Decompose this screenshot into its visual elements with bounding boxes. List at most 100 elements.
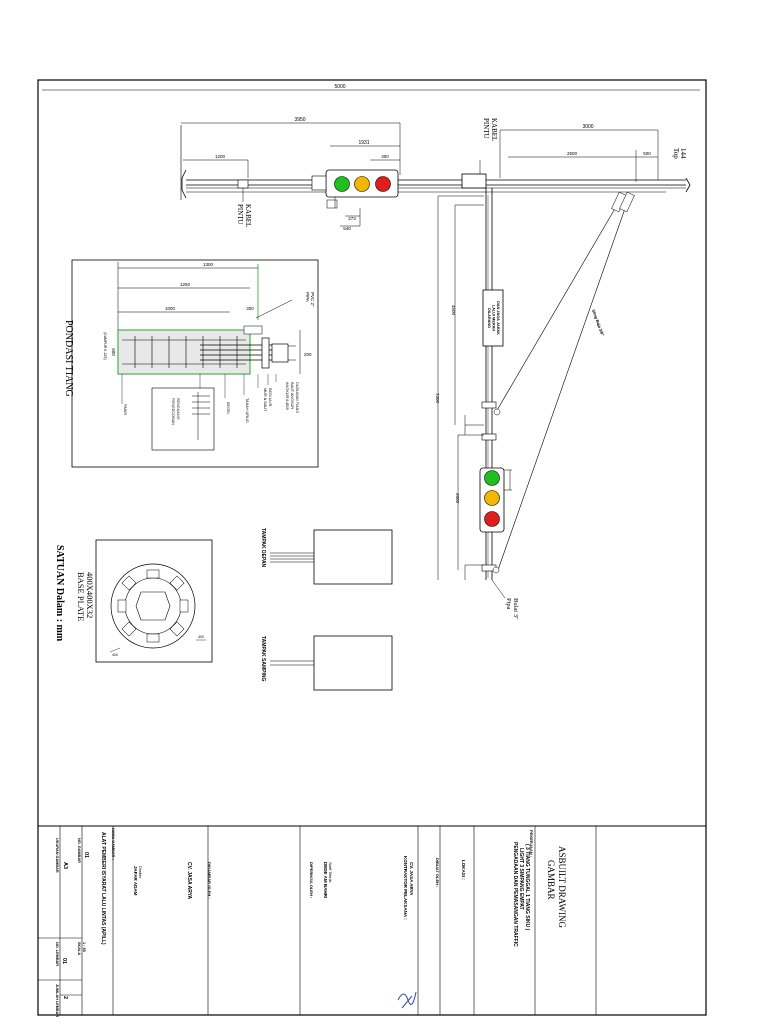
sign-line-2: LALUI MERAH — [492, 305, 496, 331]
tb-asbuilt: ASBUILT DRAWING — [557, 846, 567, 929]
lamp-amber-icon — [354, 176, 370, 192]
tb-digambar-company: CV. JASA ARYA — [186, 862, 192, 900]
pintu-kabel-left-2: KABEL — [244, 204, 252, 227]
pipa-bulat-2: Bulat 3" — [512, 598, 519, 620]
foundation-section: 1300 1250 1000 300 200 — [63, 259, 319, 468]
tb-gambar: GAMBAR — [546, 860, 556, 900]
dim-3950: 3950 — [294, 117, 305, 123]
tb-no-gambar-label: NO. GAMBAR — [77, 838, 81, 863]
dim-400-b: 400 — [112, 653, 118, 657]
dim-200: 200 — [304, 352, 312, 357]
pole-traffic-light — [479, 467, 512, 533]
found-note-2: DUDUKAN TIANG — [295, 382, 299, 413]
tb-jumlah-label: JUMLAH LEMBAR — [55, 984, 59, 1017]
dim-2000: 2000 — [455, 493, 460, 504]
lamp-green-icon — [334, 176, 350, 192]
pole-elevation: 5000 3950 1931 300 1200 3000 2500 500 To… — [42, 84, 700, 620]
tampak-depan-label: TAMPAK DEPAN — [260, 528, 266, 568]
pipa-pvc-2: PVC 2" — [310, 292, 315, 307]
found-note-6: BEGEL — [226, 402, 230, 415]
tb-nama-label: NAMA GAMBAR : — [111, 828, 115, 860]
dim-5000: 5000 — [334, 84, 345, 90]
dim-1300: 1300 — [203, 262, 214, 267]
tb-pekerjaan-3: ( 3 TIANG TUNGGAL 1 TIANG SIKU ) — [524, 844, 530, 931]
found-note-1: BAUT ANGKUR — [290, 382, 294, 409]
dim-1931: 1931 — [358, 140, 369, 146]
satuan-label: SATUAN Dalam : mm — [54, 545, 65, 642]
tb-nama-text: ALAT PEMBERI ISYARAT LALU LINTAS (APILL) — [100, 832, 106, 945]
side-view-box — [313, 635, 393, 691]
tb-digambar-name-2: Drafter — [138, 866, 143, 879]
arm-traffic-light — [311, 169, 399, 209]
sign-line-3: DAN JAGA JARAK — [496, 301, 500, 335]
tb-skala: 1 : 50 — [82, 942, 86, 952]
tb-digambar-name-1: JAFAR ADAM — [133, 866, 138, 896]
pintu-kabel-top-1: PINTU — [482, 118, 490, 139]
dim-300-found: 300 — [246, 306, 254, 311]
tb-ukuran: A3 — [62, 862, 68, 869]
tb-digambar-label: DIGAMBAR OLEH : — [207, 862, 212, 899]
front-view-box — [313, 529, 393, 585]
found-note-8: PENGECORAN — [171, 398, 175, 425]
found-note-10: PASIR — [123, 404, 127, 415]
top-label-2: 144 — [679, 148, 687, 159]
found-note-campur: (CAMPUR K.225) — [103, 332, 107, 360]
pipa-bulat-1: Pipa — [505, 598, 512, 610]
dim-3000: 3000 — [582, 124, 593, 130]
front-side-views: TAMPAK DEPAN TAMPAK SAMPING — [260, 528, 393, 691]
tb-lokasi-label: LOKASI : — [461, 860, 466, 880]
tb-pekerjaan-label: PEKERJAAN : — [529, 830, 534, 857]
dim-2500: 2500 — [567, 151, 578, 156]
tb-diperiksa-name-1: DEDE AM BAHRI — [323, 862, 328, 898]
tb-diperiksa-label: DIPERIKSA OLEH : — [309, 862, 314, 898]
dim-1200: 1200 — [215, 154, 226, 159]
pintu-kabel-top-2: KABEL — [490, 118, 498, 141]
dim-4500: 4500 — [451, 305, 456, 316]
found-note-4: BESI ULIR — [268, 388, 272, 407]
dim-540: 540 — [343, 226, 351, 231]
title-block: GAMBAR ASBUILT DRAWING PEKERJAAN : PENGA… — [37, 825, 707, 1017]
dim-1250: 1250 — [180, 282, 191, 287]
pole-head — [461, 173, 487, 189]
tb-skala-label: SKALA — [77, 942, 81, 955]
tb-no-lembar: 01 — [61, 958, 67, 964]
base-plate-detail: 400 400 BASE PLATE 400X400X32 SATUAN Dal… — [54, 539, 213, 663]
lamp-red-icon — [375, 176, 391, 192]
dim-7300: 7300 — [435, 393, 440, 404]
pole-lamp-red-icon — [484, 511, 500, 527]
base-plate-title-1: BASE PLATE — [76, 572, 86, 621]
found-note-0: ANGKUR 8-Ø25 — [285, 382, 289, 410]
pole-sign: DILARANG LALUI MERAH DAN JAGA JARAK — [482, 289, 504, 347]
found-note-3: MUR & BAUT — [263, 388, 267, 412]
pole-lamp-green-icon — [484, 470, 500, 486]
pole-lamp-amber-icon — [484, 490, 500, 506]
tb-jumlah: 2 — [62, 996, 68, 999]
anchor-detail-box — [151, 387, 215, 451]
base-plate-title-2: 400X400X32 — [85, 572, 95, 618]
tb-dibuat-label: DIBUAT OLEH : — [435, 858, 440, 887]
dim-500: 500 — [643, 151, 651, 156]
sign-line-1: DILARANG — [487, 308, 491, 328]
dim-300: 300 — [381, 154, 389, 159]
tb-no-lembar-label: NO. LEMBAR — [55, 942, 59, 966]
dim-400-a: 400 — [198, 635, 204, 639]
tb-ukuran-label: UKURAN GAMBAR — [55, 838, 59, 873]
cable-door-left — [237, 179, 249, 189]
pipa-pvc-1: PIPA — [305, 292, 310, 302]
top-label-1: Top — [672, 148, 680, 159]
dim-273: 273 — [348, 216, 356, 221]
tb-pekerjaan-2: LIGHT 3 SIMPANG EMPAT — [518, 848, 524, 910]
tb-kontraktor-name: CV. JASA ARYA — [409, 862, 414, 896]
signature-stamp — [397, 991, 417, 1009]
found-note-5: TANAH URUG — [245, 398, 249, 423]
tb-pekerjaan-1: PENGADAAN DAN PEMASANGAN TRAFFIC — [512, 842, 518, 947]
pondasi-title: PONDASI TIANG — [63, 320, 74, 397]
dim-1000: 1000 — [165, 306, 176, 311]
pintu-kabel-left-1: PINTU — [236, 204, 244, 225]
sling-label: Sling Baja 3/8" — [591, 309, 605, 337]
tb-kontraktor-label: KONTRAKTOR PELAKSANA : — [403, 856, 408, 920]
tampak-samping-label: TAMPAK SAMPING — [260, 636, 266, 681]
tb-no-gambar: 01 — [83, 852, 89, 858]
found-note-7: SENGKANG — [176, 398, 180, 420]
